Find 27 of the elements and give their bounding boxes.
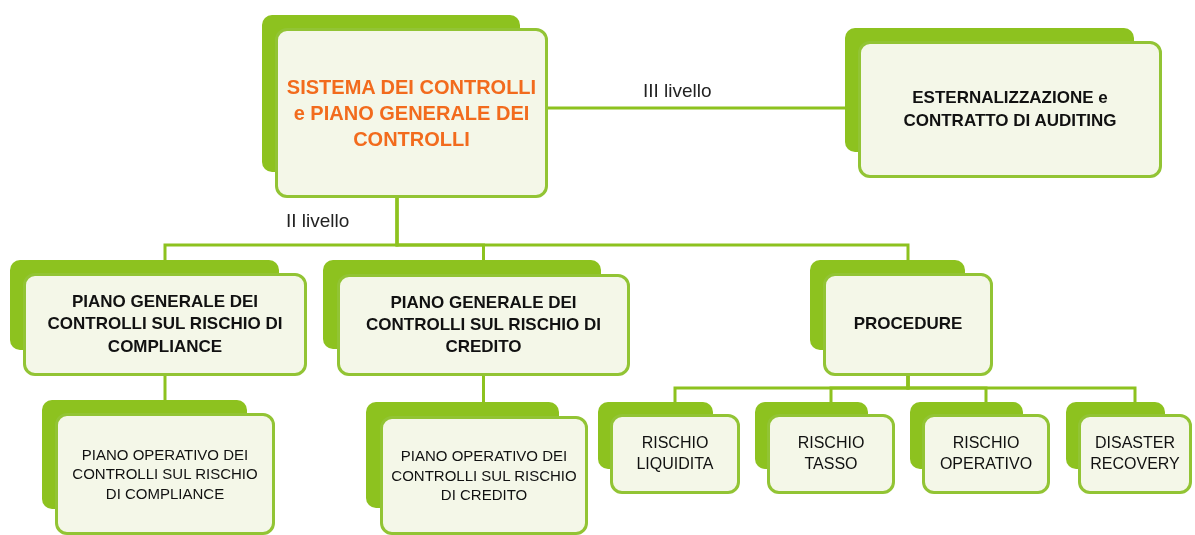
connector-line [548, 106, 845, 110]
connector-line [482, 376, 485, 402]
process-box [366, 402, 588, 535]
process-box [845, 28, 1162, 178]
box-label: RISCHIO LIQUIDITA [635, 433, 715, 474]
connector-line [395, 198, 910, 260]
box-label: PIANO OPERATIVO DEI CONTROLLI SUL RISCHIO DI COMPLIANCE [71, 444, 259, 504]
process-box [755, 402, 895, 494]
process-box [810, 260, 993, 376]
process-box [42, 400, 275, 535]
box-label: SISTEMA DEI CONTROLLI e PIANO GENERALE DEI CONTROLLI [286, 75, 537, 152]
box-label: RISCHIO OPERATIVO [938, 433, 1034, 474]
process-box [10, 260, 307, 376]
process-box [910, 402, 1050, 494]
process-box [1066, 402, 1192, 494]
box-label: DISASTER RECOVERY [1089, 433, 1181, 474]
connector-line [163, 376, 167, 400]
box-label: PROCEDURE [853, 313, 963, 336]
process-box [598, 402, 740, 494]
process-box [323, 260, 630, 376]
box-label: PIANO OPERATIVO DEI CONTROLLI SUL RISCHIO DI CREDITO [391, 446, 577, 505]
box-label: PIANO GENERALE DEI CONTROLLI SUL RISCHIO DI COMPLIANCE [46, 291, 284, 358]
connector-line [906, 376, 1137, 402]
box-label: ESTERNALIZZAZIONE e CONTRATTO DI AUDITING [902, 87, 1118, 132]
box-label: RISCHIO TASSO [796, 433, 866, 474]
box-label: PIANO GENERALE DEI CONTROLLI SUL RISCHIO DI CREDITO [365, 291, 602, 359]
process-box [262, 15, 548, 198]
